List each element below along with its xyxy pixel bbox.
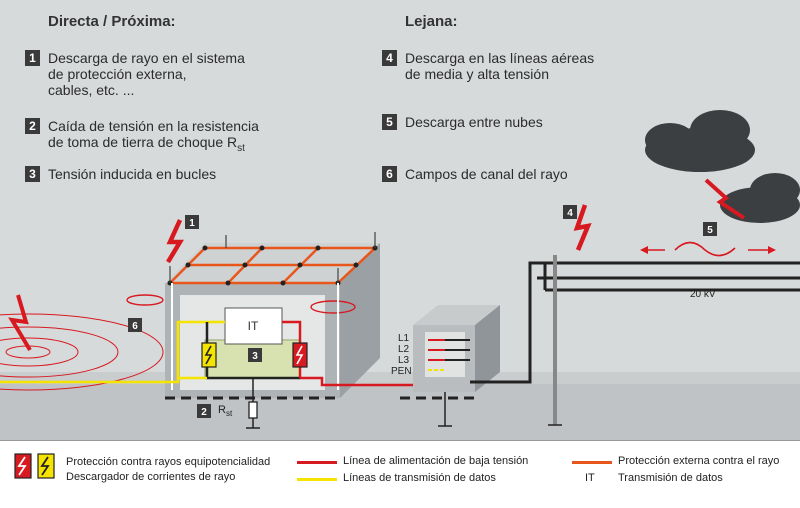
- substation-roof: [413, 305, 500, 325]
- legend-power: Línea de alimentación de baja tensión: [343, 455, 529, 467]
- item-number: 2: [25, 118, 40, 134]
- item-number: 4: [382, 50, 397, 66]
- svg-text:2: 2: [201, 407, 207, 418]
- item-4: 4 Descarga en las líneas aéreas de media…: [382, 50, 594, 82]
- item-text-main: Caída de tensión en la resistencia de to…: [48, 118, 259, 150]
- item-text: Caída de tensión en la resistencia de to…: [48, 118, 259, 157]
- voltage-label: 20 kV: [690, 289, 716, 300]
- svg-text:L3: L3: [398, 355, 410, 366]
- lightning-bolt-ground: [8, 294, 32, 352]
- item-text: Descarga en las líneas aéreas de media y…: [405, 50, 595, 82]
- power-arrester-icon: [292, 342, 308, 368]
- svg-text:PEN: PEN: [391, 366, 412, 377]
- line-labels: L1 L2 L3 PEN: [391, 333, 412, 377]
- overhead-line: [470, 261, 800, 384]
- wave-arrowheads: [640, 246, 776, 254]
- legend-arrester: Descargador de corrientes de rayo: [66, 471, 236, 483]
- legend: Protección contra rayos equipotencialida…: [0, 440, 800, 508]
- legend-it: Transmisión de datos: [618, 472, 723, 484]
- internal-wiring: [0, 320, 432, 387]
- item-1: 1 Descarga de rayo en el sistema de prot…: [25, 50, 245, 98]
- ground: [0, 382, 800, 440]
- item-text-sub: st: [237, 142, 245, 154]
- item-3: 3 Tensión inducida en bucles: [25, 166, 216, 182]
- item-number: 1: [25, 50, 40, 66]
- item-number: 6: [382, 166, 397, 182]
- svg-text:5: 5: [707, 225, 713, 236]
- item-text: Descarga entre nubes: [405, 114, 543, 130]
- storm-clouds: [645, 110, 800, 223]
- legend-equipotential: Protección contra rayos equipotencialida…: [66, 456, 271, 468]
- building-roof: [165, 243, 380, 283]
- svg-text:3: 3: [252, 351, 258, 362]
- loop-arrows: [126, 294, 356, 314]
- legend-power-swatch: [297, 461, 337, 464]
- item-number: 3: [25, 166, 40, 182]
- heading-far: Lejana:: [405, 13, 458, 30]
- lightning-diagram: IT Rst: [0, 110, 800, 440]
- item-text: Campos de canal del rayo: [405, 166, 568, 182]
- item-text: Tensión inducida en bucles: [48, 166, 217, 182]
- legend-it-abbr: IT: [585, 472, 595, 484]
- item-5: 5 Descarga entre nubes: [382, 114, 543, 130]
- substation-side: [475, 305, 500, 392]
- legend-external-swatch: [572, 461, 612, 464]
- heading-near: Directa / Próxima:: [48, 13, 176, 30]
- item-number: 5: [382, 114, 397, 130]
- rst-label: Rst: [218, 404, 233, 418]
- svg-text:1: 1: [189, 218, 195, 229]
- data-arrester-icon: [201, 342, 217, 368]
- busbars: [445, 339, 470, 361]
- data-arrester-icon: [37, 453, 55, 479]
- legend-external: Protección externa contra el rayo: [618, 455, 780, 467]
- lightning-bolt-building: [166, 219, 184, 264]
- svg-text:L1: L1: [398, 333, 410, 344]
- legend-data: Líneas de transmisión de datos: [343, 472, 496, 484]
- item-6: 6 Campos de canal del rayo: [382, 166, 568, 182]
- arrester-symbols: [14, 453, 55, 479]
- power-arrester-icon: [14, 453, 32, 479]
- lightning-bolt-clouds: [704, 178, 746, 220]
- item-text: Descarga de rayo en el sistema de protec…: [48, 50, 245, 98]
- diagram-markers: 1 2 3 4 5 6: [128, 205, 717, 418]
- building-side: [340, 243, 380, 398]
- earth-resistor: [246, 378, 260, 429]
- it-equipment: [224, 307, 283, 345]
- lightning-bolt-line: [573, 204, 592, 251]
- svg-text:4: 4: [567, 208, 573, 219]
- field-waves: [643, 241, 772, 257]
- svg-text:L2: L2: [398, 344, 410, 355]
- item-2: 2 Caída de tensión en la resistencia de …: [25, 118, 259, 157]
- svg-text:6: 6: [132, 321, 138, 332]
- legend-data-swatch: [297, 478, 337, 481]
- it-label: IT: [248, 319, 259, 333]
- down-conductors: [171, 283, 339, 390]
- substation-ground: [438, 392, 452, 427]
- roof-rods: [169, 232, 376, 283]
- lv-feed: [428, 339, 445, 361]
